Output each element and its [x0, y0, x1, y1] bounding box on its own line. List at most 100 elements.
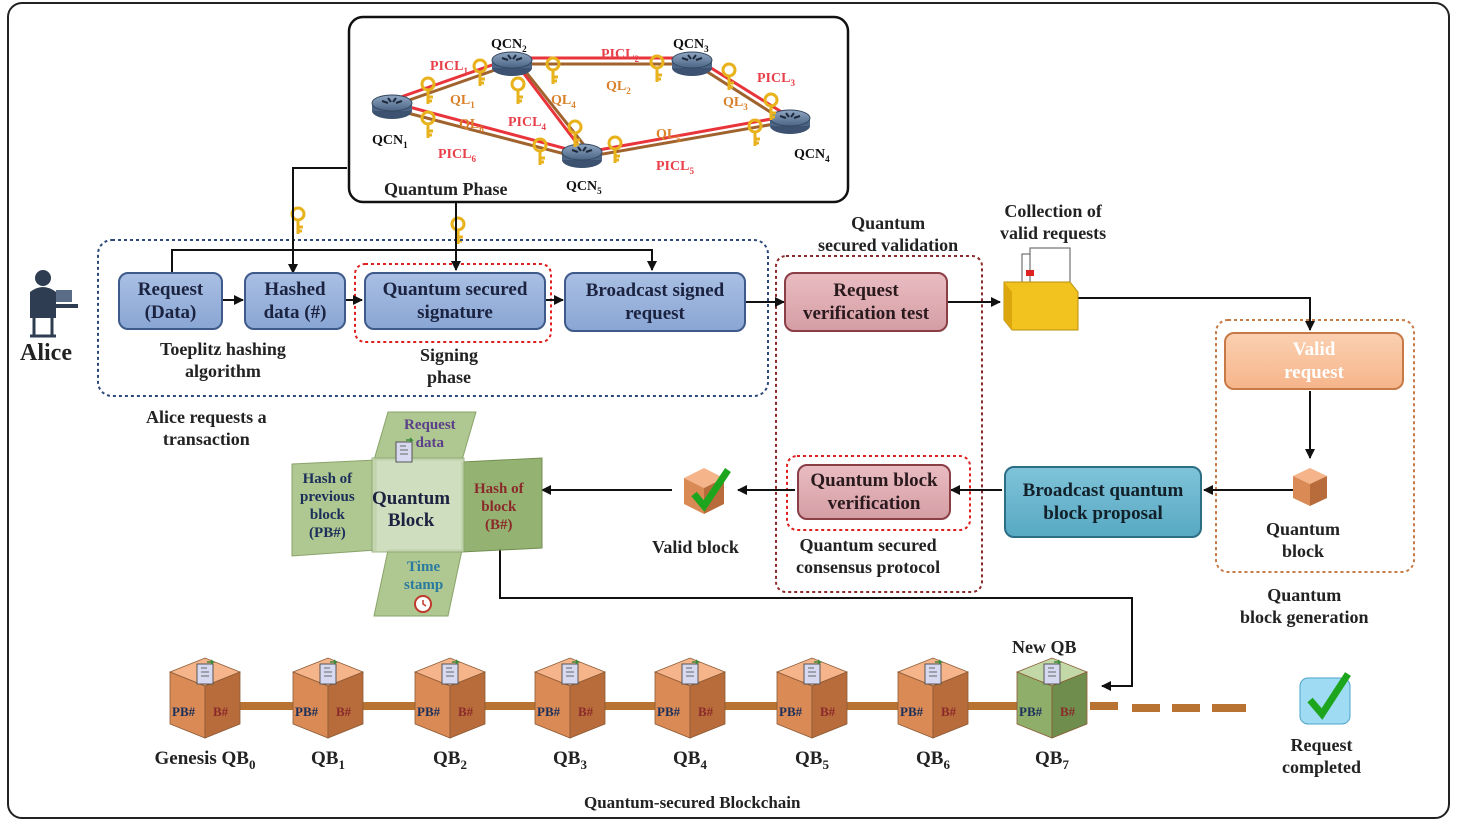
block-cube-icon — [413, 657, 487, 739]
node-label-qcn5: QCN5 — [566, 179, 602, 196]
ql-label: QL4 — [551, 93, 576, 110]
time-stamp-label: Time stamp — [404, 559, 444, 593]
block-label: QB6 — [916, 748, 950, 772]
ql-label: QL1 — [450, 93, 475, 110]
ql-label: QL2 — [606, 79, 631, 96]
quantum-block-cube-icon — [1293, 468, 1327, 506]
block-cube-icon — [896, 657, 970, 739]
request-verification-box: Request verification test — [784, 272, 948, 332]
request-data-label: Request data — [404, 417, 456, 451]
collection-label: Collection of valid requests — [1000, 201, 1107, 243]
picl-label: PICL2 — [601, 47, 639, 64]
connector — [1075, 297, 1315, 331]
alice-label: Alice — [20, 340, 72, 366]
picl-label: PICL1 — [430, 59, 468, 76]
node-label-qcn4: QCN4 — [794, 147, 830, 164]
picl-label: PICL3 — [757, 71, 795, 88]
hash-block-label: Hash of block (B#) — [474, 481, 524, 533]
node-label-qcn2: QCN2 — [491, 37, 527, 54]
b-hash-label: B# — [336, 704, 352, 719]
request-completed-label: Request completed — [1282, 735, 1361, 777]
block-label: QB2 — [433, 748, 467, 772]
b-hash-label: B# — [941, 704, 957, 719]
quantum-block-label: Quantum block — [1266, 519, 1341, 561]
pb-hash-label: PB# — [417, 704, 441, 719]
pb-hash-label: PB# — [537, 704, 561, 719]
connector — [499, 548, 1133, 691]
block-cube-icon — [291, 657, 365, 739]
pb-hash-label: PB# — [1019, 704, 1043, 719]
hash-previous-label: Hash of previous block (PB#) — [300, 471, 355, 541]
request-data-box: Request (Data) — [118, 272, 223, 330]
quantum-phase-title: Quantum Phase — [384, 179, 508, 199]
connector — [171, 249, 657, 273]
blockchain-chain — [240, 702, 1246, 712]
block-cube-icon — [533, 657, 607, 739]
ql-label: QL6 — [459, 117, 484, 134]
router-icon-qcn3 — [671, 51, 713, 77]
request-completed-check-icon — [1299, 672, 1351, 725]
consensus-label: Quantum secured consensus protocol — [796, 535, 941, 577]
valid-request-box: Valid request — [1224, 332, 1404, 390]
block-label: QB1 — [311, 748, 345, 772]
picl-label: PICL4 — [508, 115, 546, 132]
alice-caption: Alice requests a transaction — [146, 407, 267, 449]
alice-person-icon — [30, 270, 78, 338]
router-icon-qcn2 — [491, 51, 533, 77]
block-cube-icon — [653, 657, 727, 739]
pb-hash-label: PB# — [900, 704, 924, 719]
consensus-box — [786, 455, 971, 531]
b-hash-label: B# — [578, 704, 594, 719]
pb-hash-label: PB# — [779, 704, 803, 719]
b-hash-label: B# — [458, 704, 474, 719]
generation-group-box — [1215, 319, 1415, 573]
valid-block-cube-icon — [684, 468, 731, 514]
ql-label: QL5 — [656, 127, 681, 144]
block-label: Genesis QB0 — [154, 748, 256, 772]
valid-block-label: Valid block — [652, 537, 739, 557]
alice-group-box — [97, 239, 769, 397]
toeplitz-label: Toeplitz hashing algorithm — [160, 339, 286, 381]
signing-phase-label: Signing phase — [420, 345, 479, 387]
router-icon-qcn5 — [561, 143, 603, 169]
ql-label: QL3 — [723, 95, 748, 112]
new-qb-label: New QB — [1012, 637, 1077, 657]
b-hash-label: B# — [1060, 704, 1076, 719]
quantum-block-center: Quantum Block — [372, 488, 451, 531]
picl-label: PICL5 — [656, 159, 694, 176]
quantum-signature-box: Quantum secured signature — [364, 272, 546, 330]
block-label: QB7 — [1035, 748, 1069, 772]
broadcast-block-proposal-box: Broadcast quantum block proposal — [1004, 466, 1202, 538]
block-label: QB5 — [795, 748, 829, 772]
validation-title: Quantum secured validation — [818, 213, 959, 255]
block-verification-box: Quantum block verification — [797, 464, 951, 520]
pb-hash-label: PB# — [172, 704, 196, 719]
outer-frame — [7, 2, 1450, 819]
block-cube-icon — [168, 657, 242, 739]
block-label: QB3 — [553, 748, 587, 772]
alarm-clock-icon — [414, 595, 432, 613]
block-cube-icon — [1015, 657, 1089, 739]
node-label-qcn1: QCN1 — [372, 133, 408, 150]
b-hash-label: B# — [698, 704, 714, 719]
broadcast-signed-request-box: Broadcast signed request — [564, 272, 746, 332]
blockchain-title: Quantum-secured Blockchain — [584, 793, 801, 812]
hashed-data-box: Hashed data (#) — [244, 272, 346, 330]
block-label: QB4 — [673, 748, 707, 772]
router-icon-qcn1 — [371, 94, 413, 120]
generation-title: Quantum block generation — [1240, 585, 1369, 627]
node-label-qcn3: QCN3 — [673, 37, 709, 54]
picl-label: PICL6 — [438, 147, 476, 164]
validation-group-box — [775, 255, 983, 593]
pb-hash-label: PB# — [657, 704, 681, 719]
valid-requests-folder-icon — [1003, 247, 1079, 331]
block-cube-icon — [775, 657, 849, 739]
pb-hash-label: PB# — [295, 704, 319, 719]
b-hash-label: B# — [820, 704, 836, 719]
blockchain-cubes: PB# B# PB# B# PB# B# PB# B# PB# B# PB# B# PB# B# PB# B# — [168, 657, 1089, 739]
connector — [292, 167, 347, 202]
b-hash-label: B# — [213, 704, 229, 719]
